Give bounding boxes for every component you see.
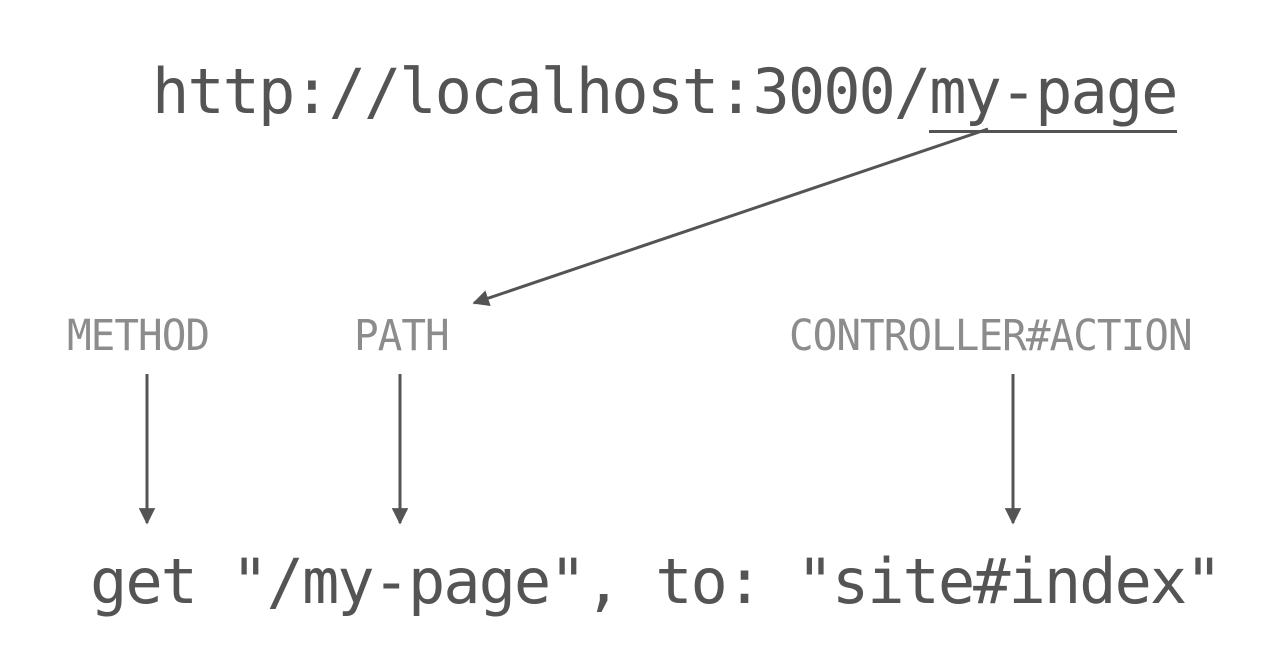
method-label: METHOD: [67, 310, 210, 361]
url-text: http://localhost:3000/my-page: [152, 52, 1179, 133]
url-prefix: http://localhost:3000/: [152, 55, 931, 128]
route-code-line: get "/my-page", to: "site#index": [90, 545, 1222, 618]
url-to-path-arrow: [472, 127, 989, 307]
controller-action-label: CONTROLLER#ACTION: [789, 310, 1193, 361]
path-label: PATH: [354, 310, 450, 361]
url-path-segment: my-page: [929, 55, 1179, 133]
